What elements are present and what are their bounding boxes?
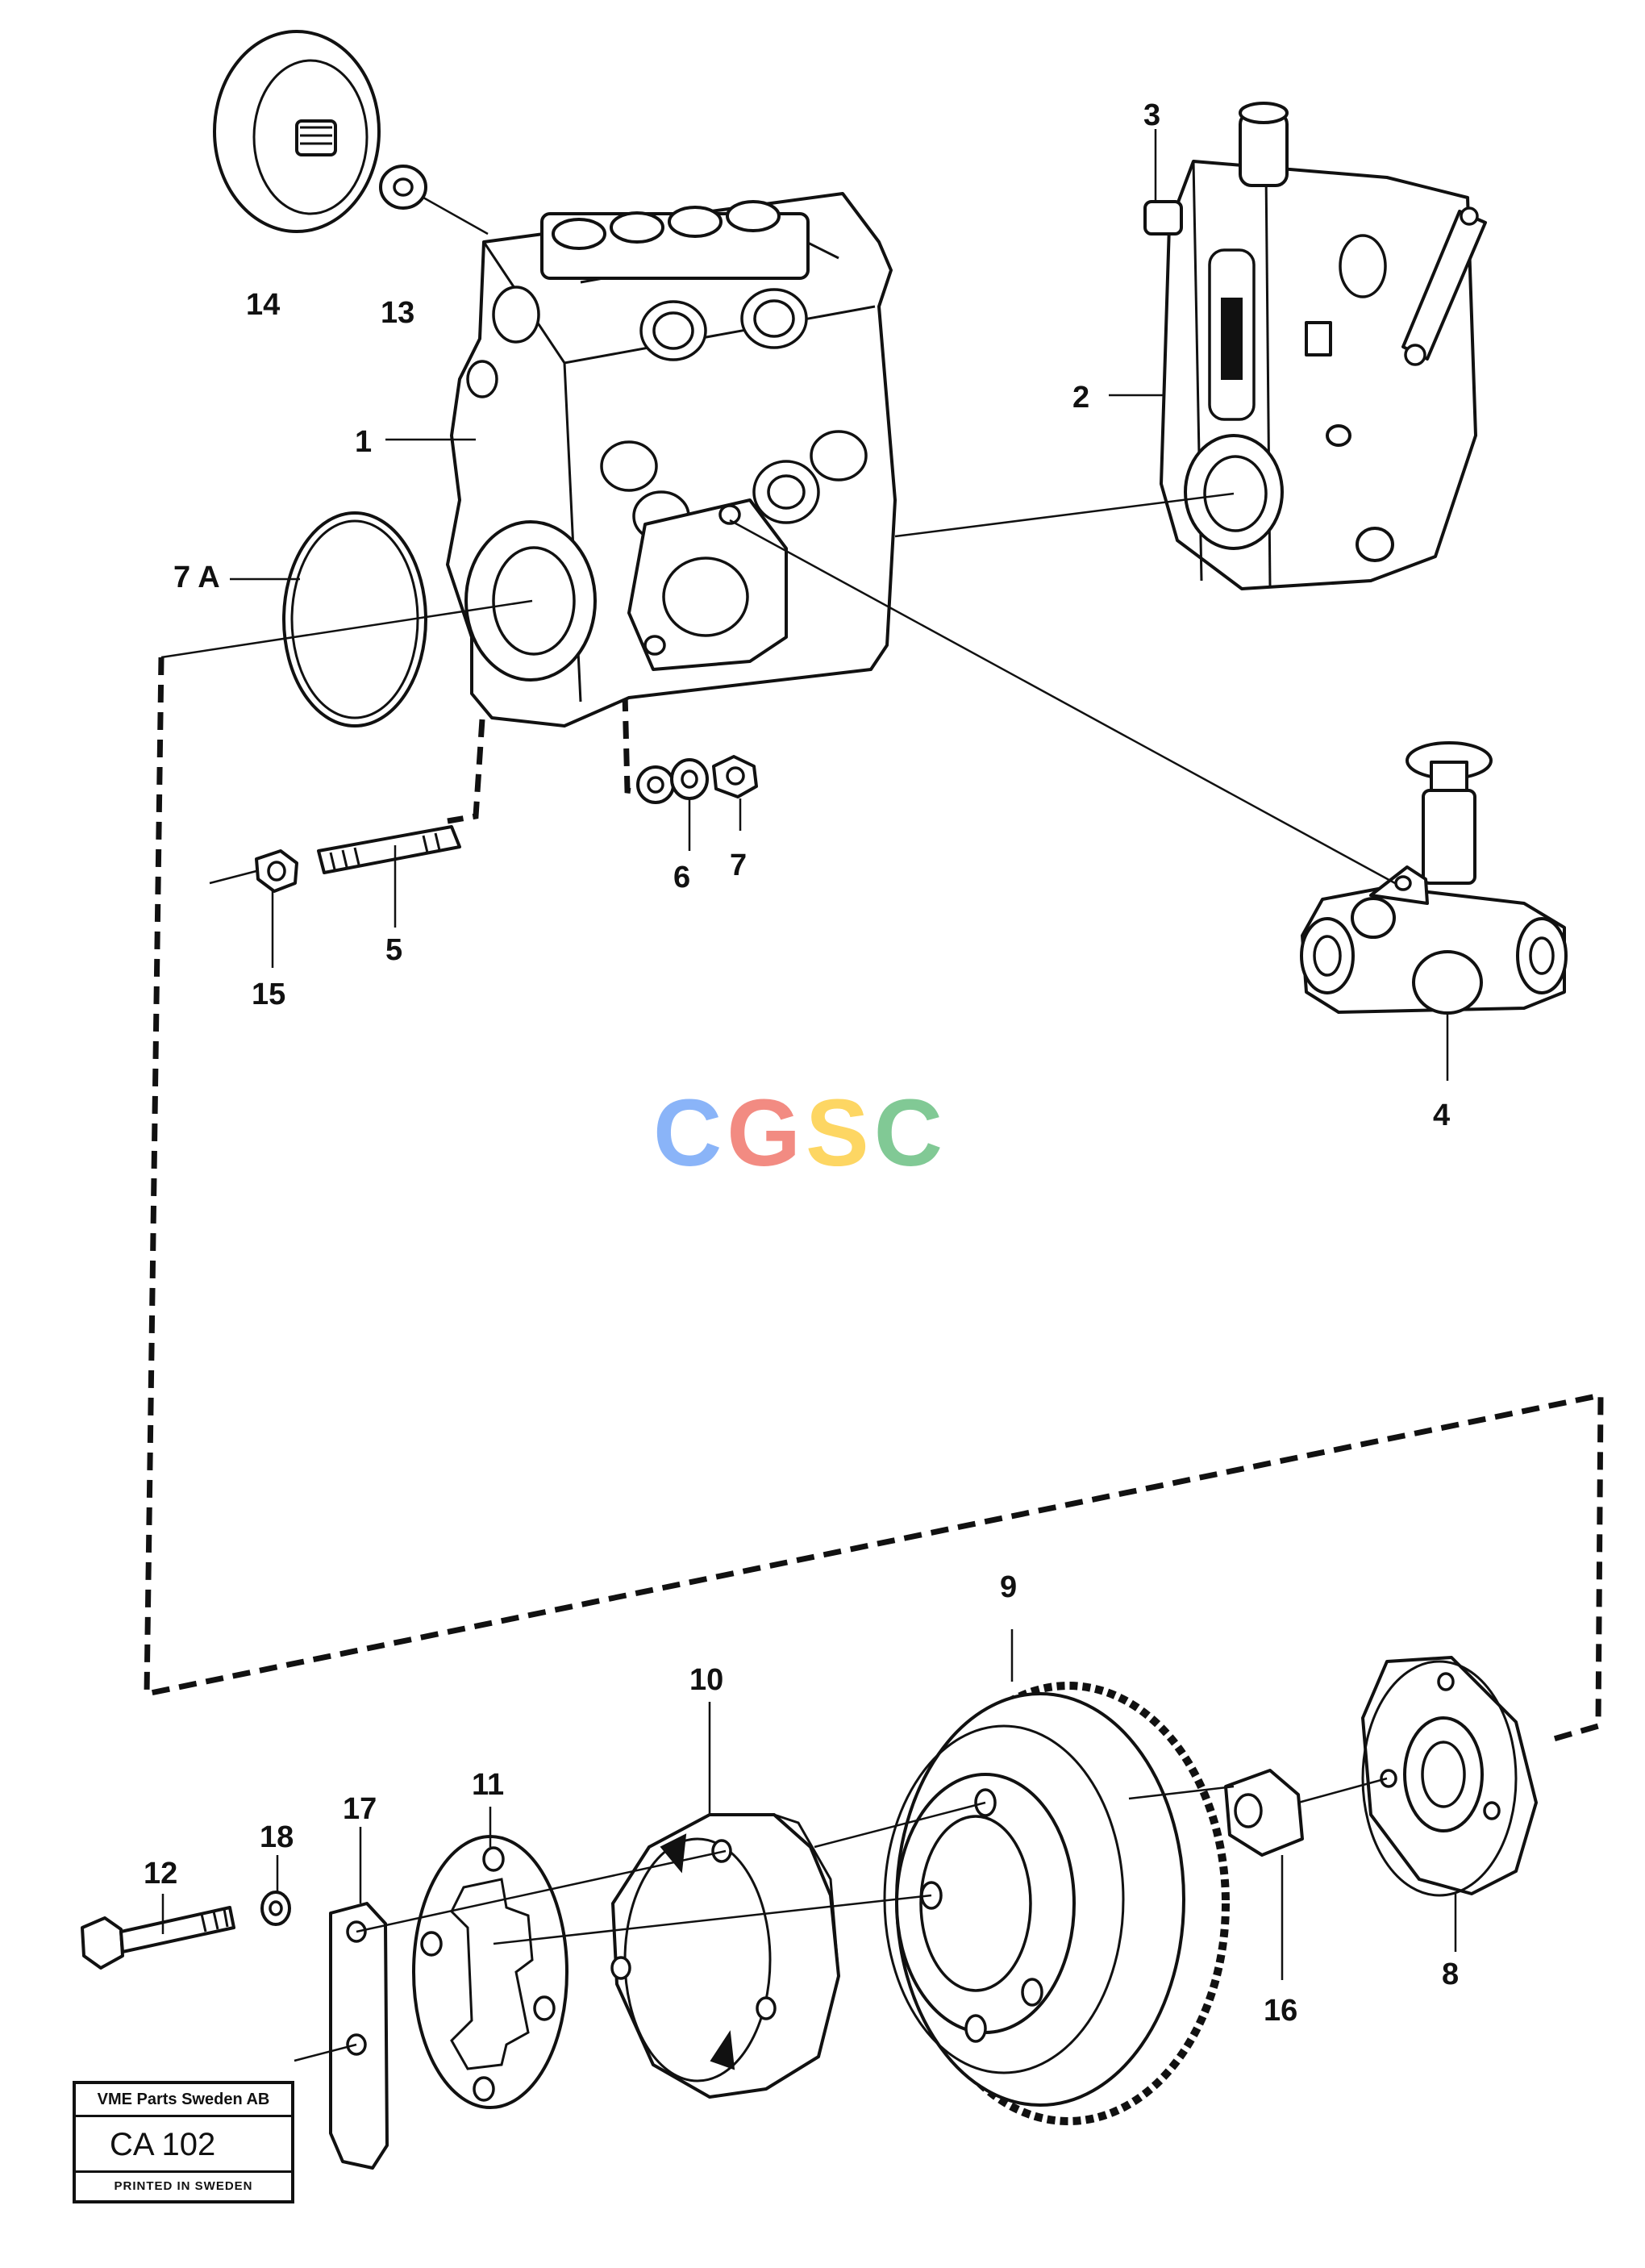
nut-part-15 [255, 849, 298, 893]
callout-4: 4 [1433, 1099, 1450, 1132]
stamp-code: CA 102 [110, 2127, 216, 2162]
pump-housing-part-1 [446, 192, 897, 728]
watermark-letter-g: G [727, 1080, 806, 1186]
callout-10: 10 [689, 1663, 723, 1697]
callout-13: 13 [381, 296, 414, 330]
callout-15: 15 [252, 978, 285, 1011]
cover-disc-part-14 [213, 30, 381, 233]
watermark-letter-s: S [806, 1080, 874, 1186]
stud-part-5 [317, 825, 461, 874]
callout-11: 11 [472, 1768, 504, 1802]
callout-2: 2 [1072, 381, 1089, 415]
stamp-printed: PRINTED IN SWEDEN [76, 2170, 291, 2200]
callout-14: 14 [246, 288, 280, 322]
watermark-letter-c: C [653, 1080, 727, 1186]
callout-18: 18 [260, 1820, 294, 1854]
callout-8: 8 [1442, 1957, 1459, 1991]
feed-pump-part-4 [1300, 741, 1568, 1015]
axis-line-mid [814, 1801, 986, 1849]
bolt-part-12 [81, 1906, 235, 1970]
assembly-dashed-outline [144, 657, 1604, 1744]
callout-9: 9 [1000, 1570, 1017, 1604]
gear-part-9 [883, 1682, 1230, 2125]
lock-plate-part-17 [329, 1902, 389, 2170]
nut-part-7 [712, 755, 758, 798]
o-ring-part-7a [282, 511, 427, 728]
coupling-hub-part-10 [610, 1813, 840, 2099]
callout-3: 3 [1143, 98, 1160, 132]
washer-dashed-line [622, 693, 646, 796]
governor-housing-part-2 [1143, 102, 1487, 590]
cgsc-watermark: CGSC [653, 1085, 1000, 1182]
flange-part-8 [1361, 1656, 1538, 1897]
callout-1: 1 [355, 425, 372, 459]
axis-line-shaft [1128, 1777, 1388, 1804]
callout-6: 6 [673, 861, 690, 894]
washer-part-13 [379, 165, 427, 210]
stud-dashed-line [447, 719, 485, 824]
axis-line-upper [356, 1849, 727, 1933]
callout-17: 17 [343, 1792, 377, 1826]
callout-5: 5 [385, 933, 402, 967]
washer-part-18 [260, 1891, 291, 1926]
stamp-company: VME Parts Sweden AB [76, 2084, 291, 2117]
callout-12: 12 [144, 1857, 177, 1891]
lock-washer-part-6 [636, 758, 709, 804]
callout-7: 7 [730, 848, 747, 882]
watermark-letter-c2: C [873, 1080, 947, 1186]
nut-part-16 [1224, 1769, 1304, 1857]
callout-16: 16 [1264, 1994, 1297, 2028]
thrust-plate-part-11 [412, 1835, 568, 2109]
reference-stamp: VME Parts Sweden AB CA 102 PRINTED IN SW… [73, 2081, 294, 2203]
axis-line-lower [493, 1894, 932, 1945]
callout-7a: 7 A [173, 561, 220, 594]
